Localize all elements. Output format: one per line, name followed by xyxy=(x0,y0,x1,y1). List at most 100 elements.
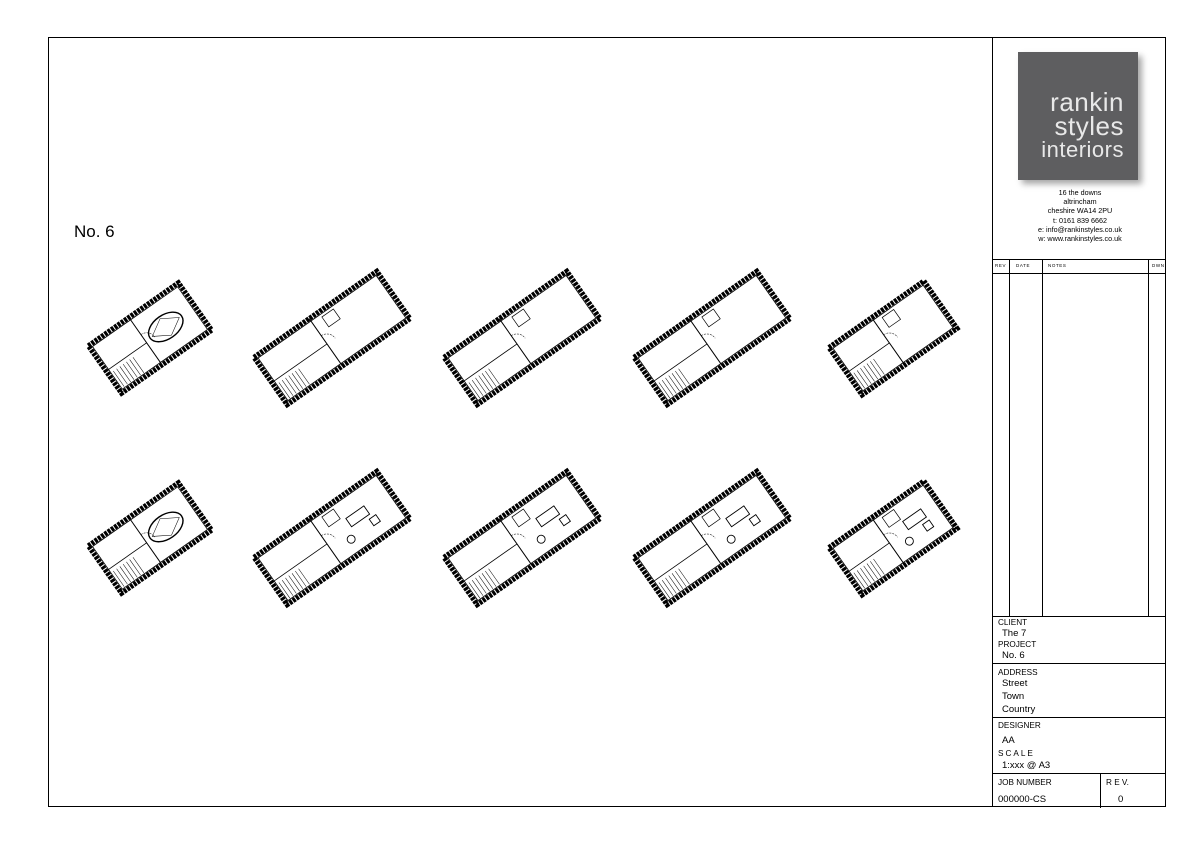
drawing-sheet-border xyxy=(48,37,1166,807)
stair-tread xyxy=(132,357,145,373)
floor-plan-partition xyxy=(461,343,518,383)
stair-tread xyxy=(863,365,875,382)
floor-plan-partition xyxy=(498,518,533,567)
date-column-header: DATE xyxy=(1016,263,1031,268)
stair-tread xyxy=(678,568,690,585)
stair-tread xyxy=(278,582,291,599)
floor-plan-furniture xyxy=(904,536,914,546)
floor-plan-door xyxy=(511,533,526,539)
table-divider xyxy=(992,259,1166,260)
stair-tread xyxy=(295,570,307,587)
floor-plan-bathroom-fixture xyxy=(511,308,531,328)
floor-plan-partition xyxy=(871,317,906,366)
stair-tread xyxy=(658,382,671,399)
floor-plan-furniture xyxy=(902,508,928,531)
stair-tread xyxy=(488,568,500,585)
floor-plan-bathroom-fixture xyxy=(321,308,341,328)
floor-plan-stair xyxy=(468,568,500,599)
address-line: cheshire WA14 2PU xyxy=(1047,206,1113,216)
stair-tread xyxy=(665,577,677,594)
floor-plan-furniture xyxy=(725,505,751,528)
floor-plan-car xyxy=(147,311,184,343)
stair-tread xyxy=(668,375,680,392)
stair-tread xyxy=(285,577,297,594)
stair-tread xyxy=(119,366,131,383)
floor-plan-door xyxy=(511,333,526,339)
project-value: No. 6 xyxy=(1002,650,1025,661)
designer-label: DESIGNER xyxy=(998,721,1041,730)
stair-tread xyxy=(866,363,879,380)
stair-tread xyxy=(126,361,138,378)
job-number-section: JOB NUMBER 000000-CS R E V. 0 xyxy=(992,773,1166,808)
revision-table: REV DATE NOTES DWN xyxy=(992,259,1166,616)
address-label: ADDRESS xyxy=(998,668,1038,677)
address-line: 16 the downs xyxy=(1058,188,1102,197)
floor-plan-partition xyxy=(871,517,906,566)
stair-tread xyxy=(661,580,674,596)
floor-plan-car-detail xyxy=(151,317,180,337)
floor-plan-furniture xyxy=(558,514,572,527)
stair-tread xyxy=(285,377,297,394)
revision-label: R E V. xyxy=(1106,778,1129,787)
project-label: PROJECT xyxy=(998,640,1037,649)
floor-plan xyxy=(440,467,604,609)
stair-tread xyxy=(485,370,497,387)
floor-plan-wall xyxy=(250,267,414,409)
floor-plan-partition xyxy=(105,342,147,372)
floor-plan-door xyxy=(321,533,336,539)
address-line: t: 0161 839 6662 xyxy=(1053,215,1107,225)
floor-plan-stair xyxy=(853,358,885,389)
floor-plan-partition xyxy=(128,517,163,566)
floor-plan-furniture xyxy=(345,505,371,528)
floor-plan-door xyxy=(883,332,898,338)
floor-plan xyxy=(84,279,216,397)
stair-tread xyxy=(488,368,500,385)
address-line-town: Town xyxy=(1002,691,1025,702)
stair-tread xyxy=(129,559,141,576)
stair-tread xyxy=(288,375,300,392)
logo-text-rankin: rankin xyxy=(1050,87,1124,117)
stair-tread xyxy=(475,377,487,394)
stair-tread xyxy=(471,380,484,396)
table-divider xyxy=(1009,259,1010,616)
floor-plan-door xyxy=(701,533,716,539)
floor-plan-partition xyxy=(308,318,343,367)
stair-tread xyxy=(281,580,294,596)
floor-plan xyxy=(825,477,961,599)
floor-plan-wall xyxy=(832,284,954,392)
floor-plan-furniture xyxy=(368,514,382,527)
stair-tread xyxy=(291,573,304,590)
floor-plan-furniture xyxy=(726,534,736,544)
floor-plan-wall xyxy=(630,467,794,609)
floor-plan-bathroom-fixture xyxy=(701,508,721,528)
floor-plan xyxy=(825,277,961,399)
stair-tread xyxy=(113,570,125,587)
floor-plan xyxy=(440,267,604,409)
client-value: The 7 xyxy=(1002,628,1027,639)
floor-plan-wall xyxy=(440,267,604,409)
stair-tread xyxy=(291,373,304,390)
floor-plan-stair xyxy=(278,368,310,399)
floor-plan-car-detail xyxy=(151,517,180,537)
stair-tread xyxy=(481,373,494,390)
floor-plan-stair xyxy=(853,558,885,589)
stair-tread xyxy=(116,568,128,585)
stair-tread xyxy=(661,380,674,396)
table-divider xyxy=(1042,259,1043,616)
floor-plan-wall xyxy=(637,474,787,602)
stair-tread xyxy=(485,570,497,587)
logo-text-interiors: interiors xyxy=(1041,137,1124,162)
stair-tread xyxy=(132,557,145,573)
stair-tread xyxy=(471,580,484,596)
stair-tread xyxy=(860,368,872,384)
title-block xyxy=(992,37,1166,807)
stair-tread xyxy=(853,372,865,389)
floor-plan-wall xyxy=(447,474,597,602)
stair-tread xyxy=(671,373,684,390)
floor-plan-partition xyxy=(271,543,328,583)
floor-plan-door xyxy=(321,333,336,339)
stair-tread xyxy=(281,380,294,396)
stair-tread xyxy=(478,575,490,592)
floor-plan-furniture xyxy=(346,534,356,544)
stair-tread xyxy=(119,566,131,583)
